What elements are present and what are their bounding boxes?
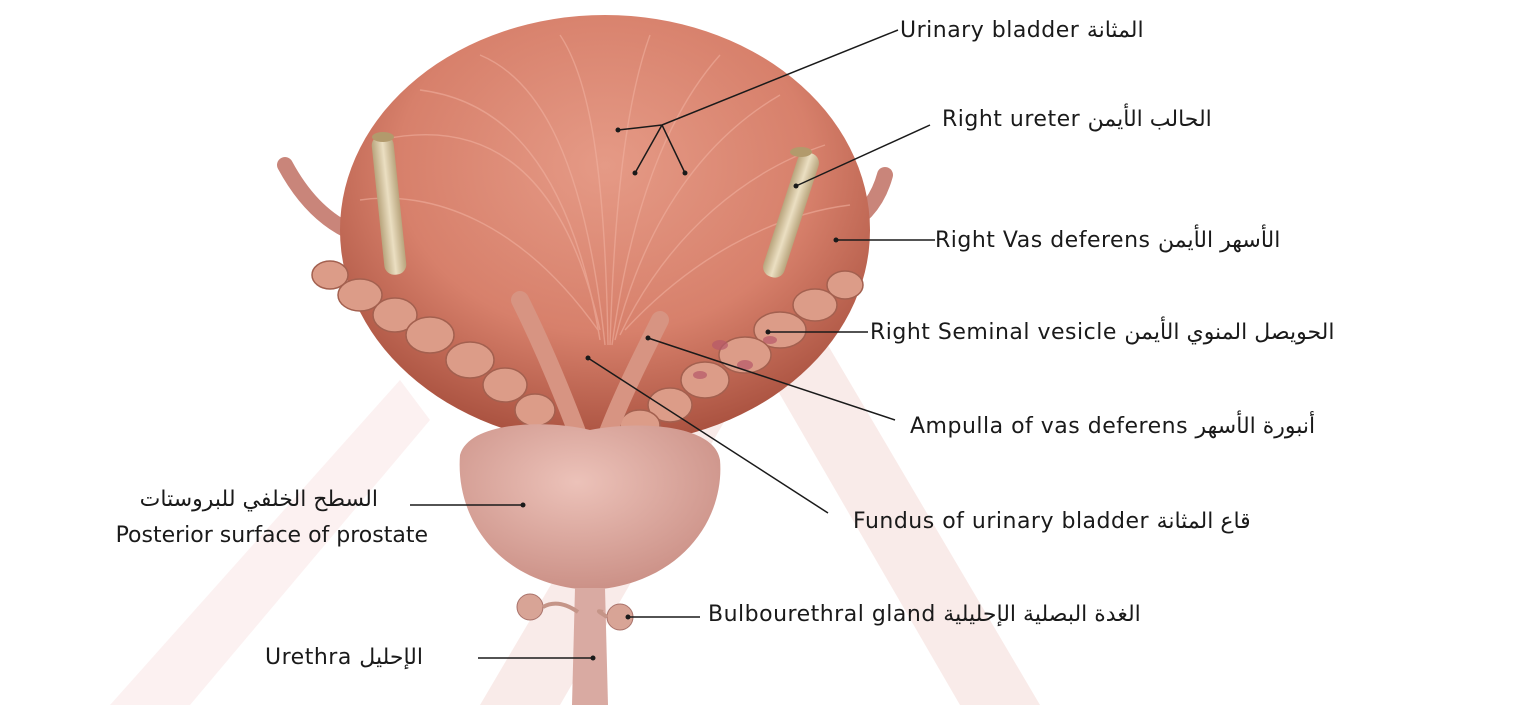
urethra-shape — [572, 588, 608, 705]
left-bulbourethral-shape — [517, 594, 543, 620]
label-bulbourethral-ar: الغدة البصلية الإحليلية — [943, 602, 1141, 627]
label-ampulla-en: Ampulla of vas deferens — [910, 414, 1188, 439]
label-right-vas-deferens: Right Vas deferens الأسهر الأيمن — [935, 228, 1280, 254]
label-urinary-bladder: Urinary bladder المثانة — [900, 18, 1144, 44]
label-bulbourethral-en: Bulbourethral gland — [708, 602, 936, 627]
label-urethra-en: Urethra — [265, 645, 352, 670]
label-fundus-ar: قاع المثانة — [1157, 509, 1251, 534]
prostate-shape — [460, 424, 721, 590]
label-fundus: Fundus of urinary bladder قاع المثانة — [853, 509, 1251, 535]
left-ureter-opening — [372, 132, 394, 142]
label-prostate-posterior-en: Posterior surface of prostate — [8, 518, 428, 554]
label-ampulla: Ampulla of vas deferens أنبورة الأسهر — [910, 414, 1315, 440]
label-right-ureter: Right ureter الحالب الأيمن — [942, 107, 1212, 133]
label-ampulla-ar: أنبورة الأسهر — [1196, 414, 1316, 439]
label-right-seminal-vesicle-en: Right Seminal vesicle — [870, 320, 1117, 345]
label-urethra: Urethra الإحليل — [265, 645, 423, 671]
label-urethra-ar: الإحليل — [359, 645, 423, 670]
label-right-seminal-vesicle: Right Seminal vesicle الحويصل المنوي الأ… — [870, 320, 1334, 346]
label-right-vas-deferens-en: Right Vas deferens — [935, 228, 1151, 253]
label-fundus-en: Fundus of urinary bladder — [853, 509, 1149, 534]
label-urinary-bladder-ar: المثانة — [1087, 18, 1144, 43]
right-ureter-opening — [790, 147, 812, 157]
label-urinary-bladder-en: Urinary bladder — [900, 18, 1079, 43]
label-bulbourethral: Bulbourethral gland الغدة البصلية الإحلي… — [708, 602, 1141, 628]
label-right-ureter-en: Right ureter — [942, 107, 1080, 132]
label-right-ureter-ar: الحالب الأيمن — [1088, 107, 1212, 132]
label-prostate-posterior: السطح الخلفي للبروستات Posterior surface… — [8, 482, 428, 554]
label-right-vas-deferens-ar: الأسهر الأيمن — [1158, 228, 1280, 253]
label-prostate-posterior-ar: السطح الخلفي للبروستات — [8, 482, 428, 518]
label-right-seminal-vesicle-ar: الحويصل المنوي الأيمن — [1124, 320, 1334, 345]
